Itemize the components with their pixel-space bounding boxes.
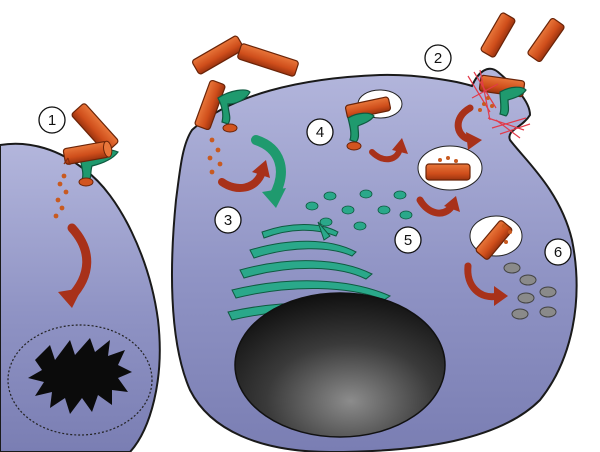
arrow-5 bbox=[416, 196, 456, 217]
step-label-6: 6 bbox=[544, 238, 572, 266]
step-label-1-text: 1 bbox=[48, 112, 56, 129]
bacterium-top-1 bbox=[191, 35, 245, 75]
toxin-dots-3 bbox=[207, 137, 223, 175]
bacterium-top-2 bbox=[237, 43, 299, 77]
actin-filaments bbox=[467, 69, 531, 139]
step-label-4: 4 bbox=[306, 118, 334, 146]
step-label-1: 1 bbox=[38, 106, 66, 134]
secretory-granules bbox=[305, 189, 413, 231]
arrow-3-green bbox=[251, 135, 286, 201]
left-binding-site bbox=[78, 177, 94, 187]
left-nucleus-boundary bbox=[7, 324, 153, 436]
receptor-3 bbox=[217, 89, 251, 125]
step-label-6-text: 6 bbox=[554, 244, 562, 261]
bacterium-receptor-3 bbox=[194, 79, 226, 131]
fragmented-chromatin bbox=[28, 338, 132, 414]
receptor-2 bbox=[499, 86, 527, 117]
bacterium-6 bbox=[475, 220, 513, 260]
arrow-6 bbox=[464, 262, 502, 301]
left-bacterium-1 bbox=[71, 103, 119, 153]
arrow-3-red bbox=[218, 168, 266, 192]
step-label-2-text: 2 bbox=[434, 50, 442, 67]
receptor-4 bbox=[347, 112, 375, 143]
right-cell bbox=[171, 12, 578, 452]
step-label-5-text: 5 bbox=[404, 232, 412, 249]
toxin-dots-left bbox=[53, 173, 69, 219]
bacterium-2a bbox=[480, 12, 516, 58]
bacterium-5 bbox=[425, 163, 471, 181]
bacterium-2b bbox=[527, 17, 565, 63]
left-cell bbox=[0, 103, 161, 452]
step-label-3-text: 3 bbox=[224, 212, 232, 229]
left-cell-membrane bbox=[0, 142, 161, 452]
nucleus bbox=[234, 292, 446, 438]
golgi-stacks bbox=[227, 221, 410, 325]
gray-vesicles bbox=[503, 262, 557, 320]
step-label-2: 2 bbox=[424, 44, 452, 72]
step-label-3: 3 bbox=[214, 206, 242, 234]
step-label-4-text: 4 bbox=[316, 124, 324, 141]
step-label-5: 5 bbox=[394, 226, 422, 254]
left-bacterium-2 bbox=[62, 140, 113, 165]
